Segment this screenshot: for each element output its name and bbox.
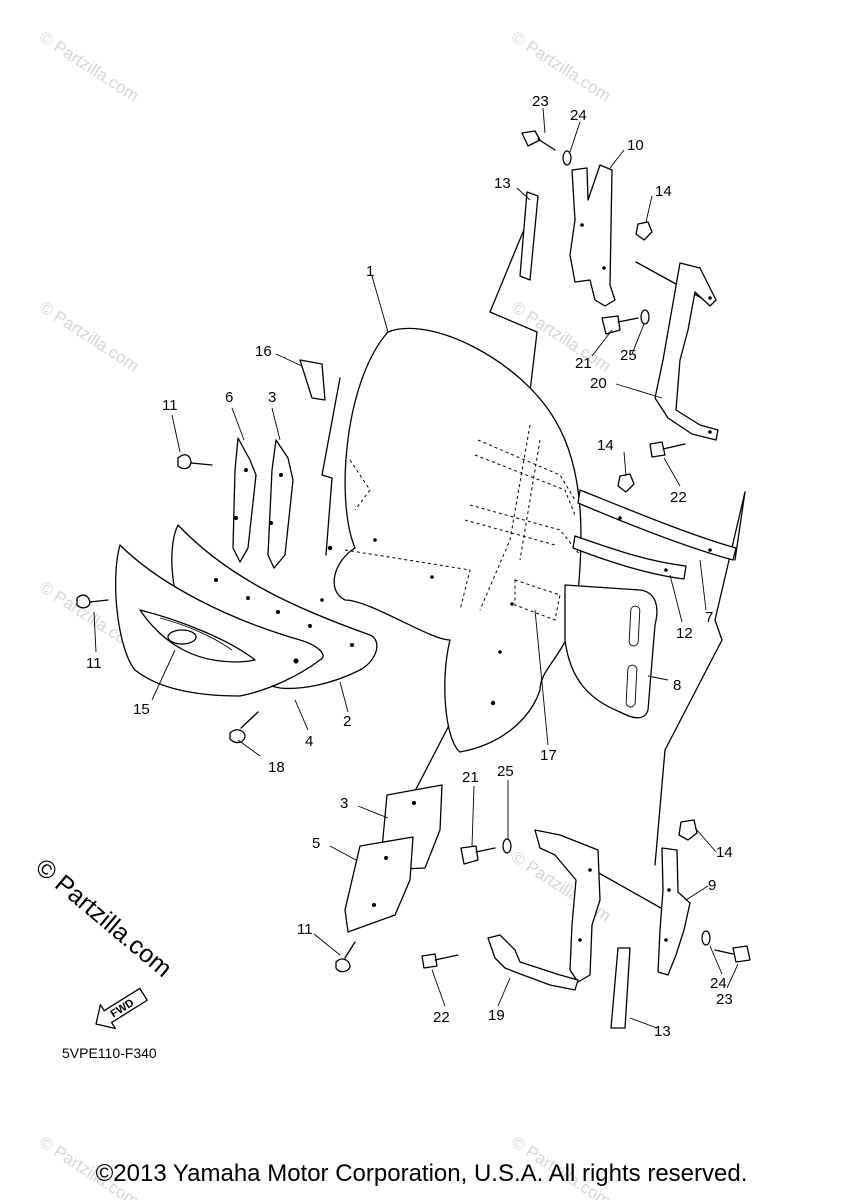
screw-part-11-left bbox=[177, 454, 213, 470]
callout-20: 20 bbox=[590, 375, 607, 392]
strip-part-12 bbox=[572, 535, 687, 580]
upper-bracket-part-10 bbox=[569, 164, 616, 307]
callout-2: 2 bbox=[343, 713, 351, 730]
emblem-part-15 bbox=[139, 609, 256, 663]
bolt-part-23-bottom bbox=[714, 945, 751, 963]
washer-part-24 bbox=[562, 150, 572, 166]
bolt-part-23 bbox=[521, 130, 556, 151]
fwd-arrow-icon: FWD bbox=[95, 987, 148, 1030]
stay-part-20 bbox=[654, 262, 719, 441]
bolt-part-21-top bbox=[601, 315, 639, 335]
callout-13: 13 bbox=[654, 1023, 671, 1040]
nut-part-14-top bbox=[635, 221, 653, 241]
callout-3: 3 bbox=[268, 389, 276, 406]
callout-22: 22 bbox=[670, 489, 687, 506]
callout-14: 14 bbox=[655, 183, 672, 200]
nut-part-14-bottom bbox=[678, 819, 698, 841]
leader-lines bbox=[93, 107, 739, 1029]
windshield-part-1 bbox=[320, 327, 582, 753]
copyright-notice: ©2013 Yamaha Motor Corporation, U.S.A. A… bbox=[95, 1160, 748, 1187]
label-part-16 bbox=[299, 359, 326, 401]
callout-11: 11 bbox=[162, 397, 178, 414]
callout-4: 4 bbox=[305, 733, 313, 750]
strip-part-7 bbox=[577, 489, 737, 561]
callout-13: 13 bbox=[494, 175, 511, 192]
callout-3: 3 bbox=[340, 795, 348, 812]
callout-23: 23 bbox=[532, 93, 549, 110]
callout-7: 7 bbox=[705, 609, 713, 626]
callout-24: 24 bbox=[710, 975, 727, 992]
callout-11: 11 bbox=[297, 921, 313, 938]
callout-25: 25 bbox=[620, 347, 637, 364]
lower-fin-part-5 bbox=[344, 836, 414, 933]
reference-lines bbox=[321, 214, 746, 913]
screw-part-11-front bbox=[76, 594, 109, 609]
callout-10: 10 bbox=[627, 137, 644, 154]
callout-21: 21 bbox=[462, 769, 479, 786]
callout-6: 6 bbox=[225, 389, 233, 406]
washer-part-25-top bbox=[640, 309, 650, 325]
diagram-code: 5VPE110-F340 bbox=[62, 1045, 157, 1061]
callout-23: 23 bbox=[716, 991, 733, 1008]
watermark-text: © Partzilla.com bbox=[508, 297, 614, 375]
callout-17: 17 bbox=[540, 747, 557, 764]
lower-strip-part-13 bbox=[610, 947, 631, 1029]
callout-22: 22 bbox=[433, 1009, 450, 1026]
watermark-text: © Partzilla.com bbox=[508, 27, 614, 105]
washer-part-25-bottom bbox=[502, 838, 512, 854]
callout-8: 8 bbox=[673, 677, 681, 694]
callout-16: 16 bbox=[255, 343, 272, 360]
callout-12: 12 bbox=[676, 625, 693, 642]
lower-bracket-part-19 bbox=[487, 829, 601, 991]
callout-19: 19 bbox=[488, 1007, 505, 1024]
callout-14: 14 bbox=[597, 437, 614, 454]
callout-18: 18 bbox=[268, 759, 285, 776]
callout-9: 9 bbox=[708, 877, 716, 894]
callout-1: 1 bbox=[366, 263, 374, 280]
nut-part-14-mid bbox=[617, 473, 635, 493]
watermark-main: © Partzilla.com bbox=[30, 853, 177, 983]
side-piece-part-6 bbox=[232, 437, 257, 563]
screw-part-11-bottom bbox=[335, 941, 356, 973]
watermark-text: © Partzilla.com bbox=[36, 297, 142, 375]
watermark-text: © Partzilla.com bbox=[36, 27, 142, 105]
side-piece-part-3-upper bbox=[267, 439, 294, 569]
upper-strip-part-13 bbox=[519, 191, 539, 281]
back-plate-part-8 bbox=[564, 584, 658, 719]
callout-21: 21 bbox=[575, 355, 592, 372]
washer-part-24-bottom bbox=[701, 930, 711, 946]
callout-14: 14 bbox=[716, 844, 733, 861]
callout-11: 11 bbox=[86, 655, 102, 672]
screw-part-18 bbox=[229, 711, 259, 744]
bolt-part-22-top bbox=[649, 441, 686, 458]
callout-labels: 1 2 3 3 4 5 6 7 8 9 10 11 11 11 12 13 13… bbox=[86, 93, 733, 1040]
callout-25: 25 bbox=[497, 763, 514, 780]
bolt-part-22-bottom bbox=[421, 953, 459, 969]
callout-24: 24 bbox=[570, 107, 587, 124]
callout-5: 5 bbox=[312, 835, 320, 852]
bracket-part-9 bbox=[657, 847, 691, 976]
callout-15: 15 bbox=[133, 701, 150, 718]
bolt-part-21-bottom bbox=[460, 845, 496, 865]
front-cowl-part-4 bbox=[115, 544, 324, 697]
